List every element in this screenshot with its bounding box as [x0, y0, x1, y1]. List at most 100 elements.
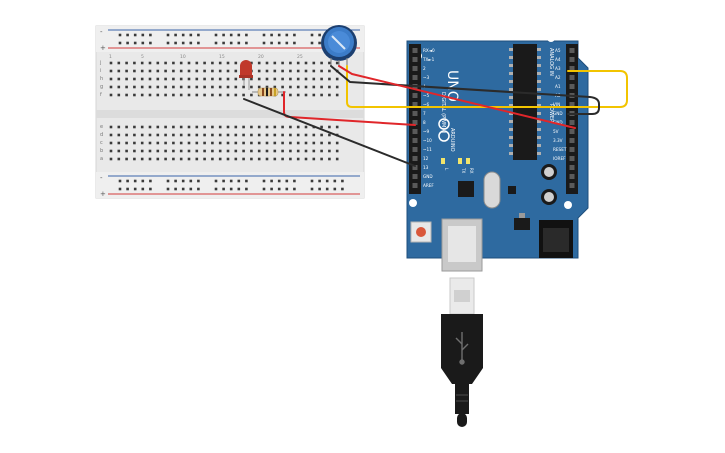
breadboard-hole[interactable] — [281, 85, 284, 89]
breadboard-hole[interactable] — [289, 77, 292, 81]
breadboard-hole[interactable] — [226, 157, 230, 161]
breadboard-hole[interactable] — [117, 61, 121, 65]
breadboard-hole[interactable] — [257, 149, 261, 153]
rail-hole[interactable] — [197, 41, 200, 45]
breadboard-hole[interactable] — [203, 141, 206, 145]
breadboard-hole[interactable] — [211, 93, 214, 97]
rail-hole[interactable] — [166, 187, 170, 191]
breadboard-hole[interactable] — [242, 125, 245, 129]
breadboard-hole[interactable] — [289, 93, 292, 97]
breadboard-hole[interactable] — [179, 77, 183, 81]
breadboard-hole[interactable] — [117, 133, 121, 137]
breadboard-hole[interactable] — [296, 141, 300, 145]
rail-hole[interactable] — [318, 41, 321, 45]
breadboard-hole[interactable] — [172, 77, 175, 81]
digital-pin-socket[interactable] — [412, 93, 418, 98]
breadboard-hole[interactable] — [148, 69, 152, 73]
rail-hole[interactable] — [229, 187, 233, 191]
rail-hole[interactable] — [133, 41, 137, 45]
breadboard-hole[interactable] — [312, 141, 316, 145]
breadboard-hole[interactable] — [148, 141, 152, 145]
breadboard-hole[interactable] — [140, 69, 144, 73]
rail-hole[interactable] — [222, 187, 225, 191]
breadboard-hole[interactable] — [335, 149, 339, 153]
breadboard-hole[interactable] — [234, 157, 238, 161]
breadboard-hole[interactable] — [257, 141, 261, 145]
breadboard-hole[interactable] — [125, 85, 128, 89]
rail-hole[interactable] — [285, 41, 289, 45]
breadboard-hole[interactable] — [125, 133, 128, 137]
breadboard-hole[interactable] — [320, 93, 323, 97]
analog-power-pin-socket[interactable] — [569, 75, 575, 80]
breadboard-hole[interactable] — [312, 85, 316, 89]
breadboard-hole[interactable] — [172, 93, 175, 97]
breadboard-hole[interactable] — [140, 133, 144, 137]
breadboard-hole[interactable] — [328, 69, 331, 73]
rail-hole[interactable] — [325, 179, 329, 183]
breadboard-hole[interactable] — [156, 77, 160, 81]
breadboard-hole[interactable] — [172, 125, 175, 129]
breadboard-hole[interactable] — [328, 157, 331, 161]
breadboard-hole[interactable] — [117, 85, 121, 89]
analog-power-pin-socket[interactable] — [569, 183, 575, 188]
breadboard-hole[interactable] — [164, 157, 167, 161]
breadboard-hole[interactable] — [242, 141, 245, 145]
breadboard-hole[interactable] — [296, 133, 300, 137]
breadboard-hole[interactable] — [328, 141, 331, 145]
breadboard-hole[interactable] — [203, 93, 206, 97]
rail-hole[interactable] — [166, 179, 170, 183]
breadboard-hole[interactable] — [117, 77, 121, 81]
breadboard-hole[interactable] — [187, 93, 191, 97]
breadboard-hole[interactable] — [250, 157, 253, 161]
analog-power-pin-socket[interactable] — [569, 147, 575, 152]
breadboard-hole[interactable] — [328, 133, 331, 137]
breadboard-hole[interactable] — [296, 85, 300, 89]
bottom-rail-holes[interactable] — [118, 179, 344, 191]
rail-hole[interactable] — [237, 179, 241, 183]
breadboard-hole[interactable] — [304, 133, 308, 137]
rail-hole[interactable] — [293, 179, 296, 183]
breadboard-hole[interactable] — [234, 149, 238, 153]
rail-hole[interactable] — [318, 33, 321, 37]
breadboard-hole[interactable] — [156, 85, 160, 89]
breadboard-hole[interactable] — [273, 85, 277, 89]
analog-power-pin-socket[interactable] — [569, 129, 575, 134]
reset-button-cap[interactable] — [416, 227, 426, 237]
breadboard-hole[interactable] — [312, 69, 316, 73]
breadboard-hole[interactable] — [281, 125, 284, 129]
breadboard-hole[interactable] — [156, 69, 160, 73]
breadboard-hole[interactable] — [289, 149, 292, 153]
breadboard-hole[interactable] — [218, 149, 222, 153]
digital-pin-socket[interactable] — [412, 129, 418, 134]
breadboard-hole[interactable] — [257, 69, 261, 73]
breadboard-hole[interactable] — [179, 141, 183, 145]
rail-hole[interactable] — [293, 41, 296, 45]
rail-hole[interactable] — [141, 179, 145, 183]
breadboard-hole[interactable] — [125, 77, 128, 81]
rail-hole[interactable] — [174, 187, 177, 191]
breadboard-hole[interactable] — [203, 61, 206, 65]
rail-hole[interactable] — [262, 179, 266, 183]
breadboard-hole[interactable] — [257, 133, 261, 137]
breadboard-hole[interactable] — [273, 133, 277, 137]
breadboard-hole[interactable] — [265, 141, 269, 145]
breadboard-hole[interactable] — [187, 69, 191, 73]
breadboard-hole[interactable] — [211, 125, 214, 129]
breadboard-hole[interactable] — [304, 93, 308, 97]
digital-pin-socket[interactable] — [412, 57, 418, 62]
breadboard-hole[interactable] — [250, 77, 253, 81]
breadboard-hole[interactable] — [281, 61, 284, 65]
breadboard-hole[interactable] — [172, 157, 175, 161]
wire-red-pot-5v[interactable] — [338, 65, 576, 129]
usb-cable[interactable] — [441, 277, 483, 427]
rail-hole[interactable] — [126, 41, 129, 45]
rail-hole[interactable] — [214, 41, 218, 45]
rail-hole[interactable] — [318, 179, 321, 183]
rail-hole[interactable] — [262, 187, 266, 191]
breadboard-hole[interactable] — [172, 149, 175, 153]
breadboard-hole[interactable] — [218, 133, 222, 137]
breadboard-hole[interactable] — [296, 61, 300, 65]
breadboard-hole[interactable] — [250, 85, 253, 89]
rail-hole[interactable] — [174, 179, 177, 183]
breadboard-hole[interactable] — [211, 77, 214, 81]
